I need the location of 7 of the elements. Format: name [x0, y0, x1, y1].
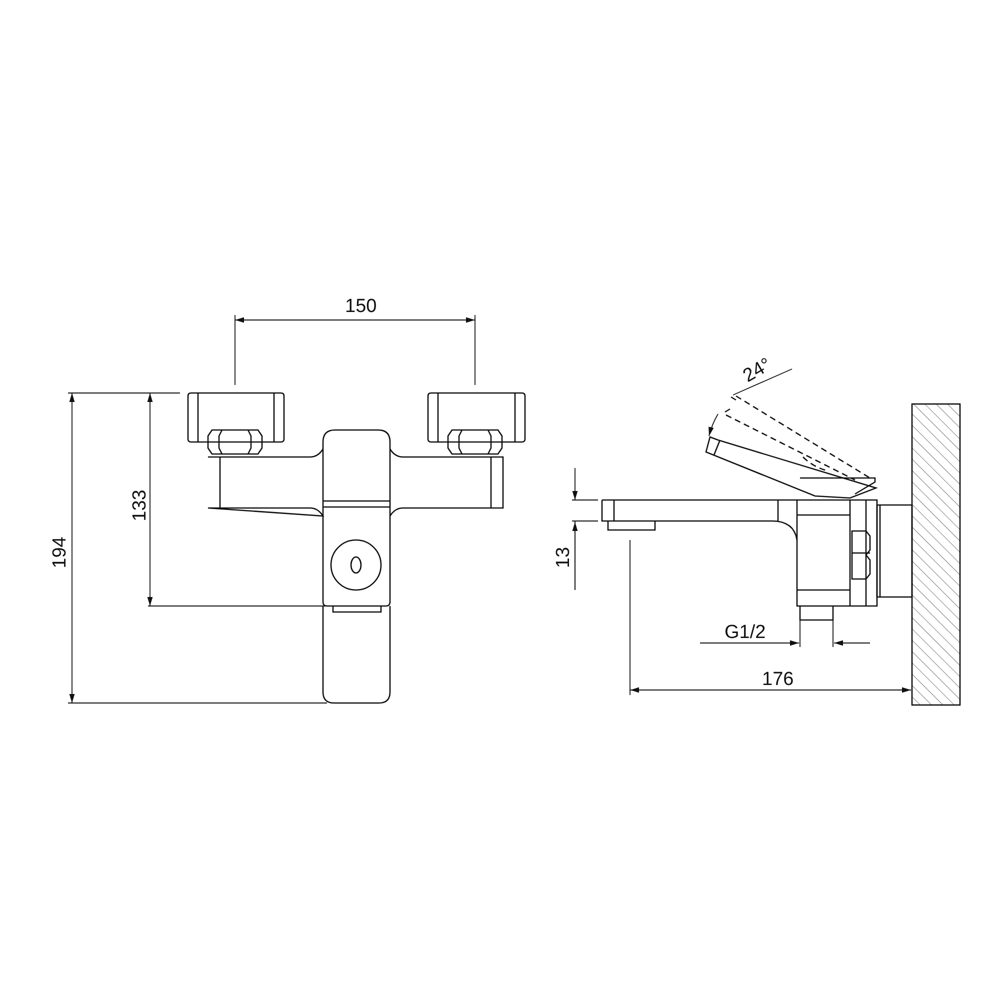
dimension-label: 194 — [50, 536, 70, 568]
dimension-label: G1/2 — [724, 622, 766, 642]
dimension-label: 24° — [740, 354, 774, 386]
dimension-label: 133 — [130, 489, 150, 521]
dimension-label: 176 — [762, 670, 794, 688]
dimension-label: 13 — [554, 546, 573, 568]
dimension-label: 150 — [345, 296, 377, 316]
